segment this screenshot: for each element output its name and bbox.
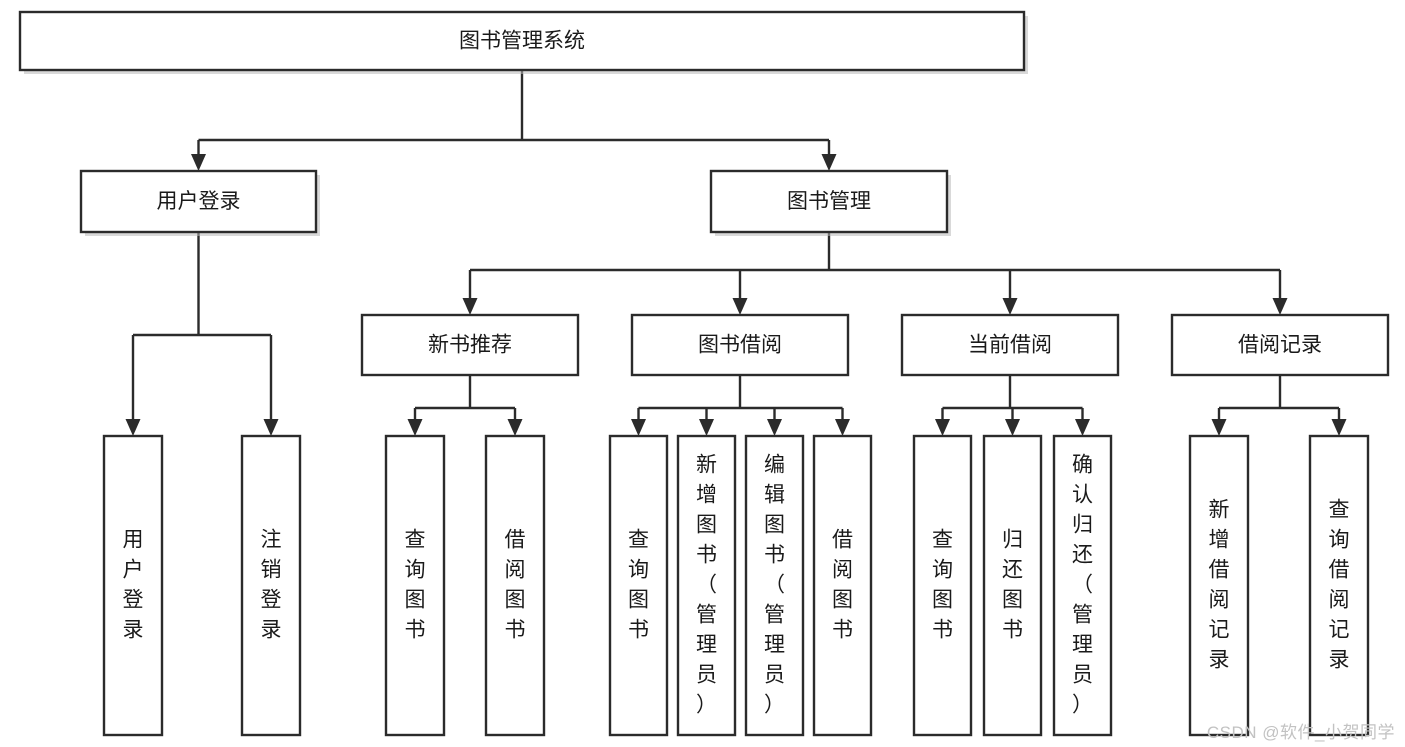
leaf-node-归还图书[interactable]: 归还图书 [982,434,1043,737]
node-box [1170,313,1390,377]
node-label: 查询借阅记录 [1329,498,1350,671]
csdn-watermark: CSDN @软件_小贺同学 [1206,723,1395,742]
node-box [676,434,737,737]
level3-node-图书借阅[interactable]: 图书借阅 [630,313,850,377]
node-label: 编辑图书（管理员） [764,453,785,716]
node-label: 当前借阅 [968,334,1052,357]
node-label: 借阅图书 [505,528,526,641]
node-box [1308,434,1370,737]
arrow-head-icon [1075,419,1090,436]
leaf-node-确认归还管理员[interactable]: 确认归还（管理员） [1052,434,1113,737]
leaf-node-查询借阅记录[interactable]: 查询借阅记录 [1308,434,1370,737]
node-label: 查询图书 [628,528,649,641]
node-box [912,434,973,737]
leaf-node-注销登录[interactable]: 注销登录 [240,434,302,737]
arrow-head-icon [507,419,523,436]
node-box [18,10,1026,72]
level2-node-用户登录[interactable]: 用户登录 [79,169,320,236]
node-box [102,434,164,737]
node-layer: 图书管理系统用户登录图书管理新书推荐图书借阅当前借阅借阅记录用户登录注销登录查询… [18,10,1390,737]
leaf-node-新增图书管理员[interactable]: 新增图书（管理员） [676,434,737,737]
arrow-head-icon [631,419,646,436]
level3-node-当前借阅[interactable]: 当前借阅 [900,313,1120,377]
node-box [812,434,873,737]
arrow-head-icon [835,419,850,436]
node-label: 用户登录 [157,190,241,213]
node-label: 新增图书（管理员） [696,453,717,716]
node-label: 新增借阅记录 [1209,498,1230,671]
node-box [1052,434,1113,737]
level3-node-新书推荐[interactable]: 新书推荐 [360,313,580,377]
node-box [709,169,949,234]
node-label: 查询图书 [932,528,953,641]
arrow-head-icon [767,419,782,436]
arrow-head-icon [125,419,141,436]
arrow-head-icon [1005,419,1020,436]
node-label: 确认归还（管理员） [1072,453,1093,716]
arrow-head-icon [1002,298,1018,315]
node-box [608,434,669,737]
node-box [360,313,580,377]
level3-node-借阅记录[interactable]: 借阅记录 [1170,313,1390,377]
node-box [240,434,302,737]
node-box [744,434,805,737]
node-label: 注销登录 [261,528,282,641]
leaf-node-查询图书[interactable]: 查询图书 [912,434,973,737]
arrow-head-icon [935,419,950,436]
node-label: 用户登录 [123,528,144,641]
arrow-head-icon [1331,419,1347,436]
node-label: 图书借阅 [698,334,782,357]
arrow-head-icon [191,154,206,171]
leaf-node-用户登录[interactable]: 用户登录 [102,434,164,737]
leaf-node-新增借阅记录[interactable]: 新增借阅记录 [1188,434,1250,737]
node-label: 借阅记录 [1238,334,1322,357]
node-label: 图书管理系统 [459,30,585,53]
node-label: 新书推荐 [428,334,512,357]
leaf-node-借阅图书[interactable]: 借阅图书 [484,434,546,737]
node-label: 图书管理 [787,190,871,213]
leaf-node-查询图书[interactable]: 查询图书 [608,434,669,737]
arrow-head-icon [263,419,279,436]
leaf-node-查询图书[interactable]: 查询图书 [384,434,446,737]
arrow-head-icon [1272,298,1288,315]
arrow-head-icon [1211,419,1227,436]
arrow-head-icon [821,154,837,171]
leaf-node-编辑图书管理员[interactable]: 编辑图书（管理员） [744,434,805,737]
node-label: 归还图书 [1002,528,1023,641]
node-box [384,434,446,737]
node-label: 借阅图书 [832,528,853,641]
node-box [484,434,546,737]
leaf-node-借阅图书[interactable]: 借阅图书 [812,434,873,737]
level2-node-图书管理[interactable]: 图书管理 [709,169,951,236]
connector-layer [125,70,1347,436]
arrow-head-icon [732,298,748,315]
node-box [982,434,1043,737]
arrow-head-icon [699,419,714,436]
node-box [1188,434,1250,737]
arrow-head-icon [407,419,423,436]
arrow-head-icon [462,298,478,315]
node-box [79,169,318,234]
node-box [900,313,1120,377]
root-node-图书管理系统[interactable]: 图书管理系统 [18,10,1028,74]
node-label: 查询图书 [405,528,426,641]
node-box [630,313,850,377]
